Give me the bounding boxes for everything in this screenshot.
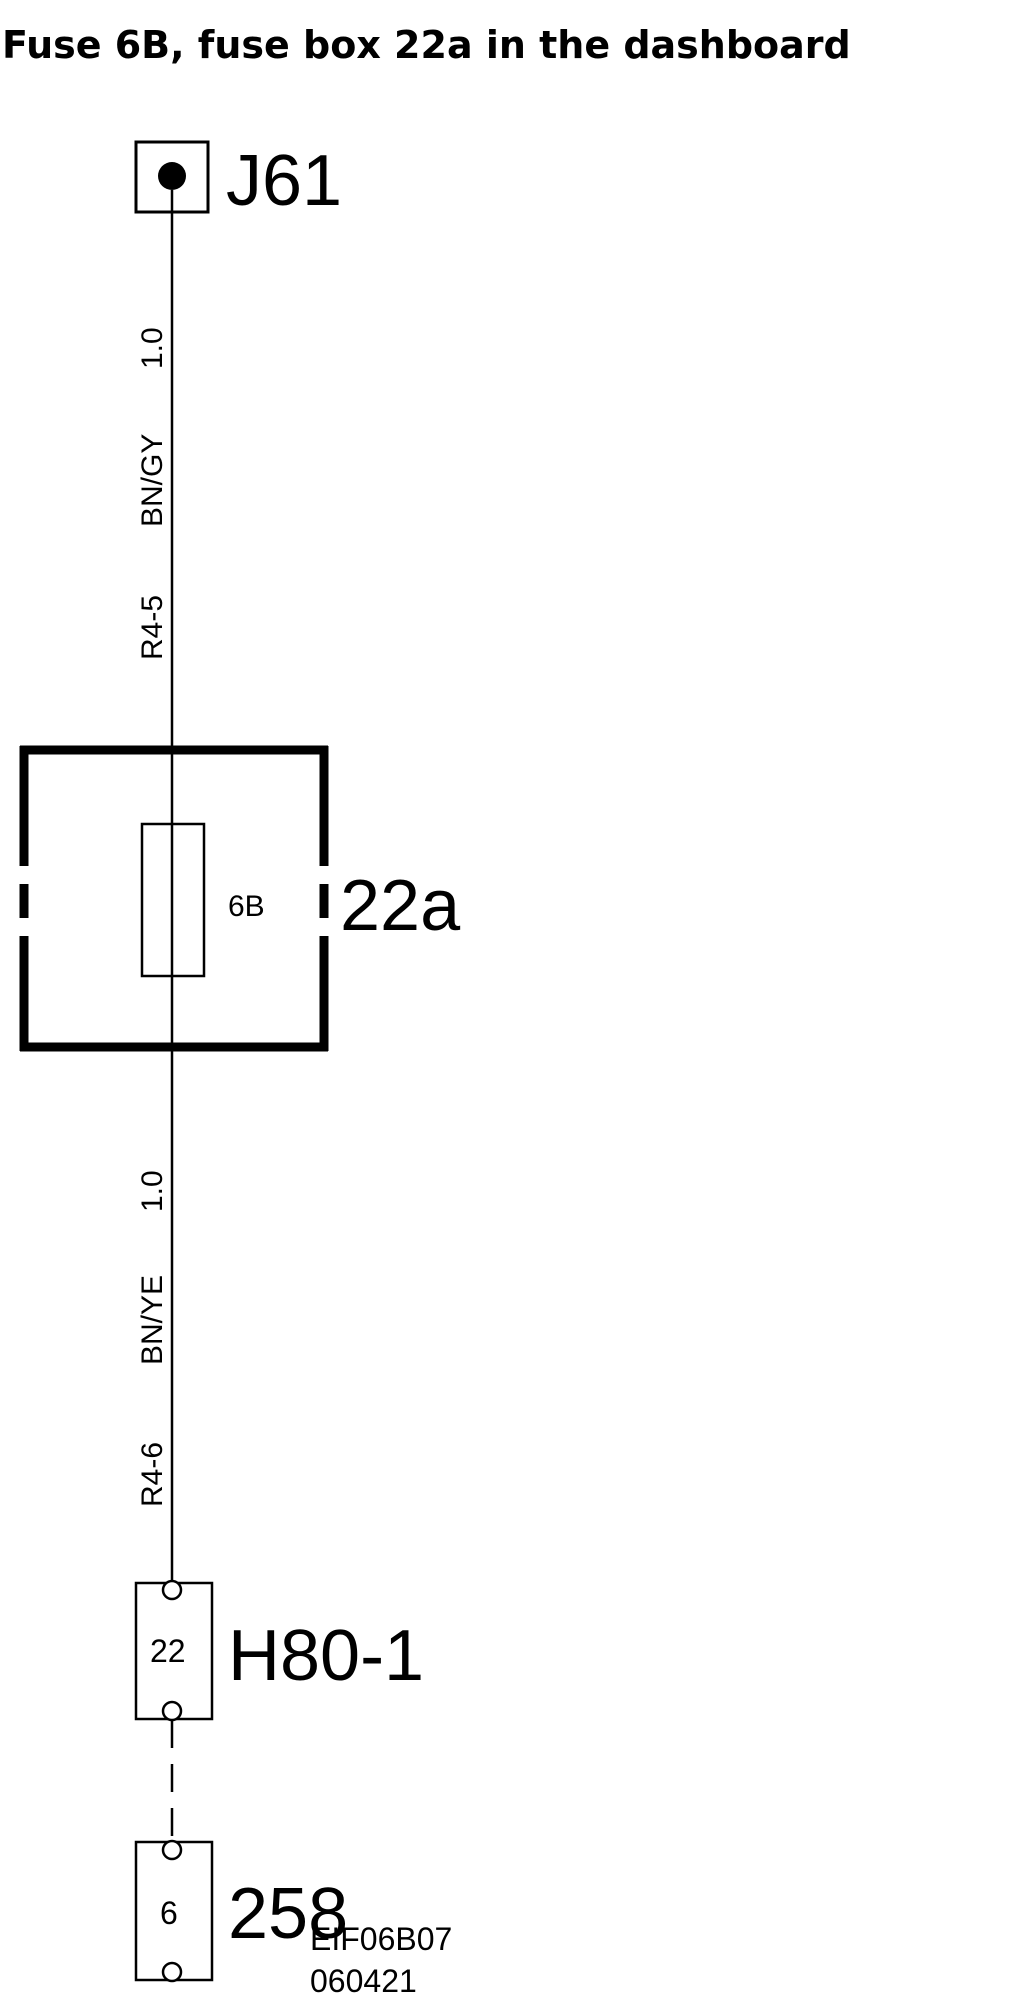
connector-h80-1-label: H80-1 [228, 1616, 424, 1696]
wire-lower-size-label: 1.0 [136, 1170, 169, 1212]
fuse-box-22a [19, 745, 329, 1052]
wire-lower-color-label: BN/YE [136, 1275, 169, 1365]
wire-upper-circuit-label: R4-5 [136, 595, 169, 660]
diagram-title: Fuse 6B, fuse box 22a in the dashboard [2, 23, 851, 67]
connector-258 [134, 1839, 214, 1983]
fuse-6b-label: 6B [228, 890, 265, 923]
wire-upper-size-label: 1.0 [136, 327, 169, 369]
fuse-box-22a-label: 22a [340, 866, 461, 946]
connector-h80-1-terminal-bottom [161, 1700, 183, 1722]
connector-258-terminal-top [161, 1839, 183, 1861]
connector-h80-1-pin-label: 22 [150, 1633, 186, 1669]
connector-258-pin-label: 6 [160, 1895, 178, 1931]
connector-h80-1 [134, 1579, 214, 1722]
wire-lower-circuit-label: R4-6 [136, 1442, 169, 1507]
drawing-code-date: 060421 [310, 1963, 417, 1999]
connector-j61-label: J61 [226, 141, 342, 221]
drawing-code-id: EIF06B07 [310, 1921, 452, 1957]
connector-h80-1-terminal-top [161, 1579, 183, 1601]
connector-258-terminal-bottom [161, 1961, 183, 1983]
connector-258-label: 258 [228, 1874, 348, 1954]
connector-j61-terminal-dot [158, 162, 186, 190]
connector-h80-1-box [134, 1581, 214, 1721]
wire-upper-color-label: BN/GY [136, 434, 169, 527]
